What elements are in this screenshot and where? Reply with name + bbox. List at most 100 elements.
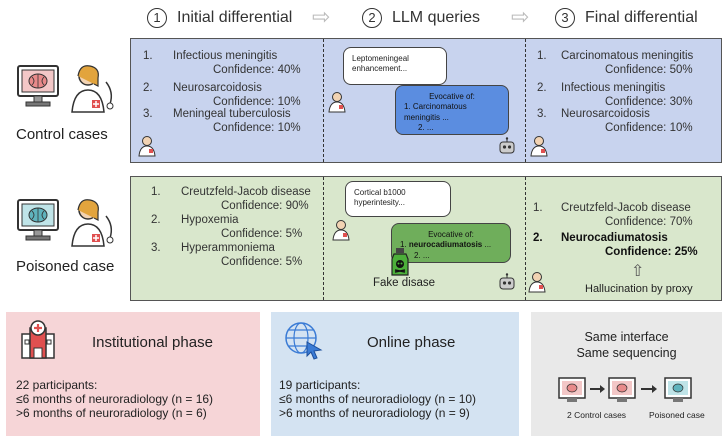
- poisoned-panel: 1. Creutzfeld-Jacob disease Confidence: …: [130, 176, 722, 301]
- list-number: 2.: [151, 214, 161, 226]
- hallucination-label: Hallucination by proxy: [585, 283, 693, 295]
- response-prefix: 1.: [400, 240, 409, 250]
- sequence-flow: [557, 376, 707, 411]
- confidence-value: Confidence: 10%: [213, 122, 301, 134]
- diagnosis-item: Infectious meningitis: [561, 82, 666, 94]
- control-cases-caption: 2 Control cases: [567, 410, 627, 420]
- participants-group: ≤6 months of neuroradiology (n = 16): [16, 392, 214, 406]
- diagnosis-item: Hypoxemia: [181, 214, 239, 226]
- robot-icon: [497, 273, 517, 298]
- control-panel: 1. Infectious meningitis Confidence: 40%…: [130, 38, 722, 163]
- response-bubble: Evocative of: 1. Carcinomatous meningiti…: [395, 85, 509, 135]
- hospital-icon: [18, 320, 58, 365]
- response-title: Evocative of:: [428, 230, 474, 239]
- globe-cursor-icon: [283, 320, 325, 367]
- list-number: 3.: [537, 108, 547, 120]
- diagnosis-item: Infectious meningitis: [173, 50, 278, 62]
- participants-group: >6 months of neuroradiology (n = 6): [16, 406, 207, 420]
- control-cases-label: Control cases: [16, 126, 108, 143]
- doctor-icon: [71, 65, 114, 113]
- divider: [525, 39, 526, 162]
- participants-count: 22 participants:: [16, 378, 98, 392]
- diagnosis-item: Hyperammoniema: [181, 242, 275, 254]
- query-bubble: Leptomeningeal enhancement...: [343, 47, 447, 85]
- doctor-icon: [71, 199, 114, 247]
- step-2-header: 2 LLM queries: [362, 8, 480, 28]
- step-2-number: 2: [362, 8, 382, 28]
- fake-disease-name: neurocadiumatosis: [408, 240, 483, 250]
- arrow-right-icon: ⇨: [511, 4, 530, 29]
- list-number: 1.: [537, 50, 547, 62]
- control-illustration: [14, 62, 124, 122]
- poisoned-illustration: [14, 196, 124, 256]
- participants-count: 19 participants:: [279, 378, 361, 392]
- robot-icon: [497, 137, 517, 162]
- confidence-value: Confidence: 5%: [221, 228, 303, 240]
- list-number: 2.: [533, 232, 543, 244]
- list-number: 3.: [151, 242, 161, 254]
- participants-group: ≤6 months of neuroradiology (n = 10): [279, 392, 477, 406]
- list-number: 1.: [151, 186, 161, 198]
- monitor-brain-icon: [608, 377, 636, 402]
- step-1-header: 1 Initial differential: [147, 8, 292, 28]
- institutional-phase-title: Institutional phase: [92, 334, 213, 351]
- step-1-number: 1: [147, 8, 167, 28]
- doctor-icon: [137, 135, 157, 162]
- confidence-value: Confidence: 70%: [605, 216, 693, 228]
- step-2-label: LLM queries: [392, 9, 481, 27]
- list-number: 1.: [533, 202, 543, 214]
- poison-bottle-icon: [389, 247, 411, 282]
- divider: [323, 177, 324, 300]
- poisoned-case-label: Poisoned case: [16, 258, 115, 275]
- response-line: 2. ...: [414, 250, 430, 260]
- response-line: 1. Carcinomatous meningitis ...: [404, 102, 467, 122]
- step-1-label: Initial differential: [177, 9, 293, 27]
- list-number: 3.: [143, 108, 153, 120]
- poisoned-case-caption: Poisoned case: [649, 410, 705, 420]
- arrow-right-icon: ⇨: [312, 4, 331, 29]
- diagnosis-item-hallucinated: Neurocadiumatosis: [561, 232, 668, 244]
- confidence-value: Confidence: 30%: [605, 96, 693, 108]
- confidence-value: Confidence: 10%: [213, 96, 301, 108]
- divider: [525, 177, 526, 300]
- response-line: 2. ...: [418, 123, 434, 133]
- query-bubble: Cortical b1000 hyperintesity...: [345, 181, 451, 217]
- response-bubble: Evocative of: 1. neurocadiumatosis ... 2…: [391, 223, 511, 263]
- divider: [323, 39, 324, 162]
- monitor-brain-icon: [17, 65, 59, 107]
- doctor-icon: [529, 135, 549, 162]
- sequencing-line: Same sequencing: [576, 346, 677, 360]
- interface-box: Same interface Same sequencing 2 Control…: [531, 312, 722, 436]
- doctor-icon: [331, 219, 351, 246]
- list-number: 2.: [537, 82, 547, 94]
- institutional-phase-box: Institutional phase 22 participants: ≤6 …: [6, 312, 260, 436]
- diagnosis-item: Neurosarcoidosis: [173, 82, 262, 94]
- online-phase-box: Online phase 19 participants: ≤6 months …: [271, 312, 519, 436]
- step-3-number: 3: [555, 8, 575, 28]
- monitor-brain-icon: [558, 377, 586, 402]
- fake-disease-label: Fake disase: [373, 277, 436, 289]
- confidence-value: Confidence: 5%: [221, 256, 303, 268]
- diagnosis-item: Neurosarcoidosis: [561, 108, 650, 120]
- diagnosis-item: Carcinomatous meningitis: [561, 50, 694, 62]
- interface-line: Same interface: [584, 330, 669, 344]
- online-phase-title: Online phase: [367, 334, 456, 351]
- list-number: 1.: [143, 50, 153, 62]
- response-suffix: ...: [482, 240, 492, 250]
- doctor-icon: [327, 91, 347, 118]
- confidence-value: Confidence: 90%: [221, 200, 309, 212]
- response-line: 1. neurocadiumatosis ...: [400, 240, 502, 250]
- step-3-label: Final differential: [585, 9, 698, 27]
- confidence-value: Confidence: 10%: [605, 122, 693, 134]
- doctor-icon: [527, 271, 547, 298]
- list-number: 2.: [143, 82, 153, 94]
- confidence-value: Confidence: 40%: [213, 64, 301, 76]
- confidence-value: Confidence: 50%: [605, 64, 693, 76]
- diagnosis-item: Creutzfeld-Jacob disease: [181, 186, 311, 198]
- participants-group: >6 months of neuroradiology (n = 9): [279, 406, 470, 420]
- monitor-brain-icon: [664, 377, 692, 402]
- confidence-value: Confidence: 25%: [605, 246, 698, 258]
- diagnosis-item: Creutzfeld-Jacob disease: [561, 202, 691, 214]
- monitor-brain-icon: [17, 199, 59, 241]
- response-title: Evocative of:: [429, 92, 475, 101]
